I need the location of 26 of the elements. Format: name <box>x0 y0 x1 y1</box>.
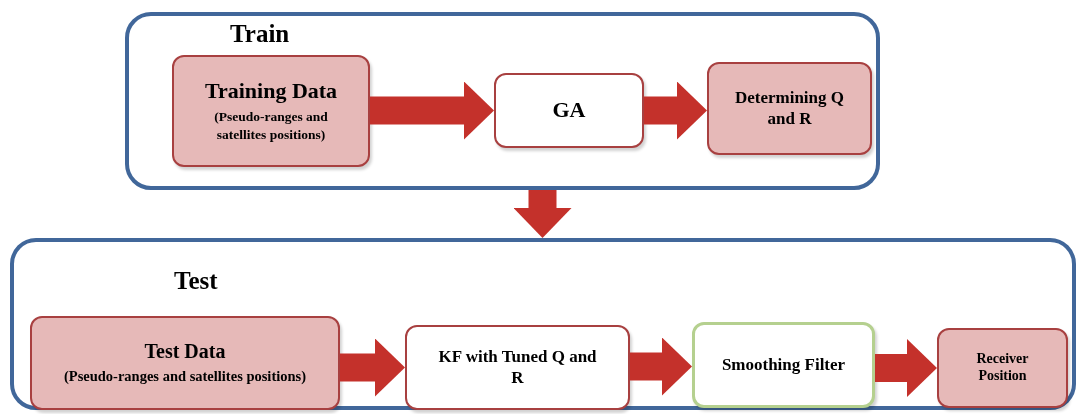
box-title: Smoothing Filter <box>721 354 846 376</box>
block-arrow <box>630 337 692 396</box>
process-box <box>692 322 875 408</box>
box-title: Test Data <box>144 339 226 364</box>
process-box <box>405 325 630 410</box>
box-title: GA <box>552 97 586 124</box>
box-title: KF with Tuned Q and R <box>437 347 598 388</box>
block-arrow <box>370 81 494 140</box>
box-title: Determining Q and R <box>733 88 846 129</box>
block-arrow <box>644 81 707 140</box>
box-title: Receiver Position <box>975 351 1030 385</box>
block-arrow <box>513 190 572 238</box>
panel-title: Test <box>174 267 218 295</box>
panel-title: Train <box>230 20 290 48</box>
process-box <box>172 55 370 167</box>
process-box <box>937 328 1068 408</box>
box-subtitle: (Pseudo-ranges and satellites positions) <box>63 367 307 387</box>
process-box <box>30 316 340 410</box>
group-panel <box>125 12 880 190</box>
box-title: Training Data <box>204 77 338 104</box>
block-arrow <box>875 339 937 397</box>
process-box <box>707 62 872 155</box>
box-subtitle: (Pseudo-ranges and satellites positions) <box>213 107 329 145</box>
group-panel <box>10 238 1076 410</box>
block-arrow <box>340 338 405 397</box>
process-box <box>494 73 644 148</box>
